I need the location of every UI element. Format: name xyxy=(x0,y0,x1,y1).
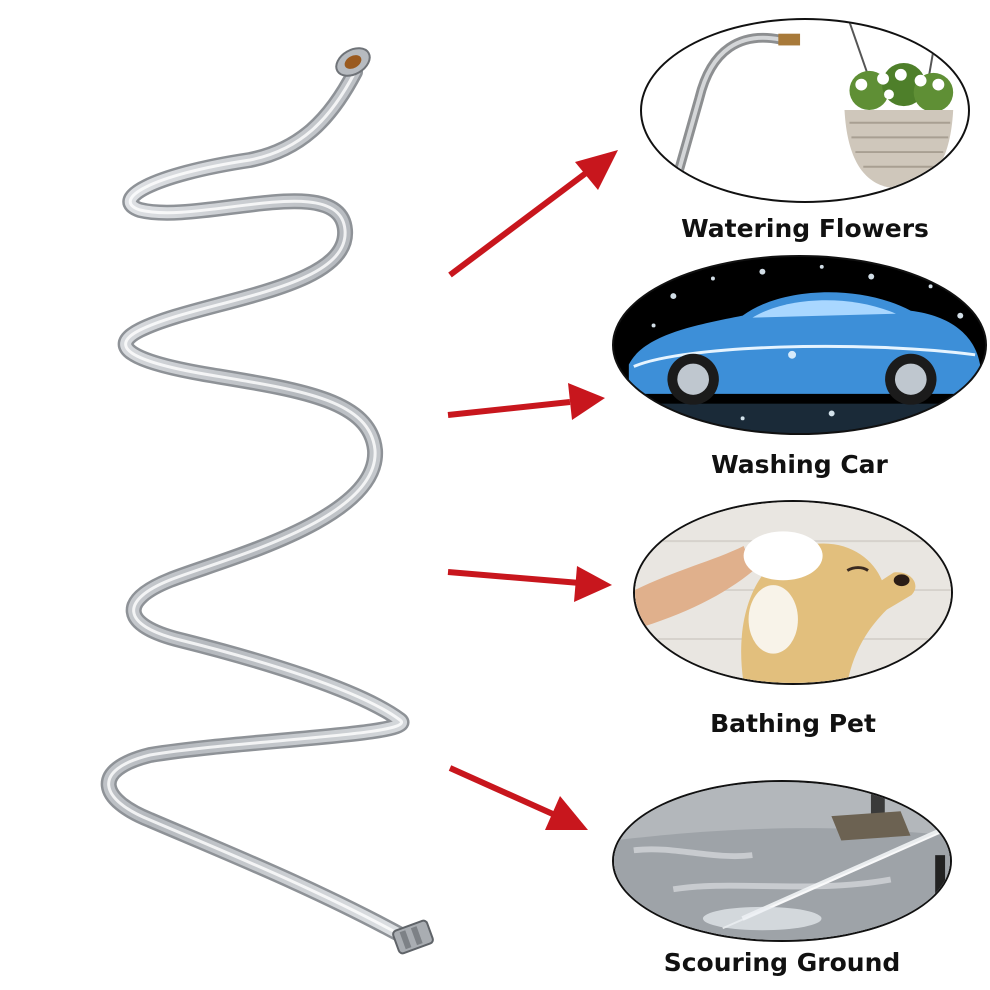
usage-label-watering-flowers: Watering Flowers xyxy=(681,214,929,243)
usage-image-scouring-ground xyxy=(612,780,952,942)
usage-image-washing-car xyxy=(612,255,987,435)
hose-top-fitting xyxy=(335,47,371,77)
usage-image-watering-flowers xyxy=(640,18,970,203)
usage-label-scouring-ground: Scouring Ground xyxy=(663,948,901,977)
hose-bottom-fitting xyxy=(392,919,434,955)
usage-label-bathing-pet: Bathing Pet xyxy=(710,709,876,738)
usage-image-bathing-pet xyxy=(633,500,953,685)
usage-label-washing-car: Washing Car xyxy=(711,450,888,479)
